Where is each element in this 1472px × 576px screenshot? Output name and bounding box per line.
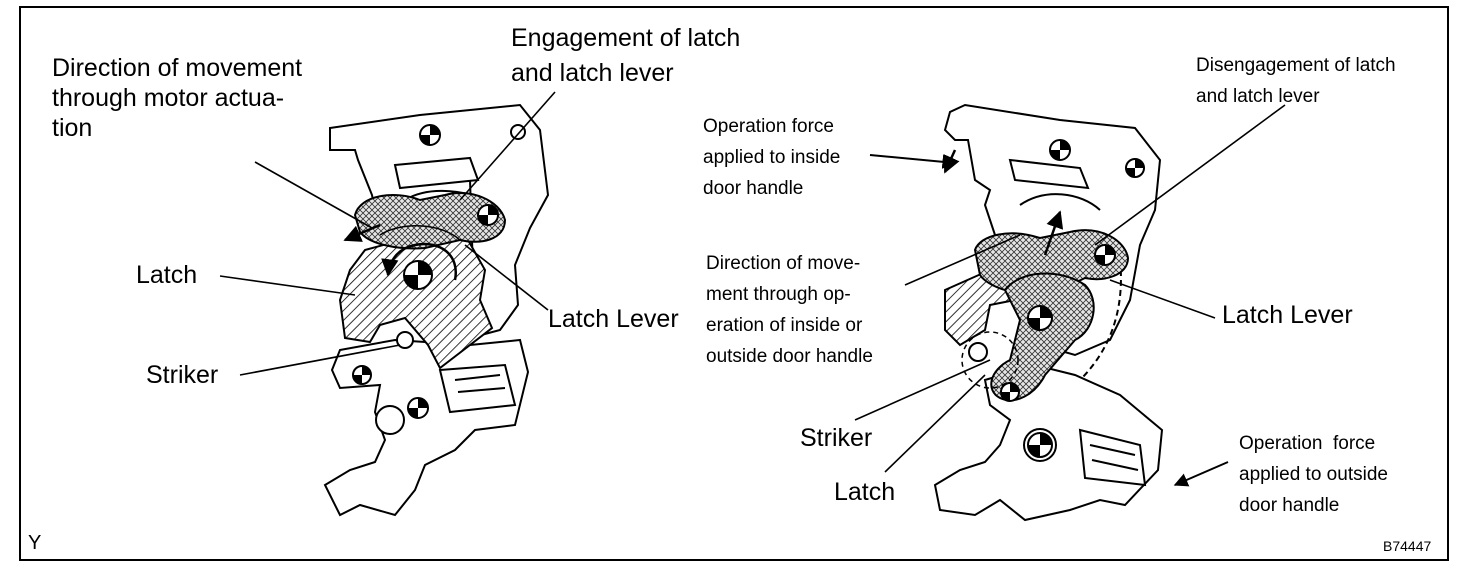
right-latch-label: Latch (834, 478, 896, 506)
left-latch-label: Latch (136, 261, 198, 289)
right-leader-lines (854, 104, 1286, 487)
right-disengagement-label: Disengagement of latch and latch lever (1196, 55, 1396, 107)
right-outside-force-label: Operation force applied to outside door … (1239, 433, 1388, 516)
left-latch-lever-label: Latch Lever (548, 305, 679, 333)
left-latch-lever (353, 192, 507, 250)
right-latch-lever-label: Latch Lever (1222, 301, 1353, 329)
diagram-frame (19, 6, 1449, 561)
left-leader-lines (219, 91, 556, 376)
left-engagement-label: Engagement of latch and latch lever (511, 24, 741, 87)
figure-number: B74447 (1383, 538, 1432, 554)
right-striker-label: Striker (800, 424, 873, 452)
right-latch-assembly (933, 103, 1164, 522)
right-direction-label: Direction of move- ment through op- erat… (706, 253, 873, 367)
left-direction-label: Direction of movement through motor actu… (52, 54, 303, 142)
left-striker-label: Striker (146, 361, 219, 389)
corner-code-left: Y (28, 532, 42, 554)
left-latch-assembly (323, 103, 550, 517)
right-inside-force-label: Operation force applied to inside door h… (703, 116, 841, 199)
left-lower-housing (323, 338, 530, 517)
